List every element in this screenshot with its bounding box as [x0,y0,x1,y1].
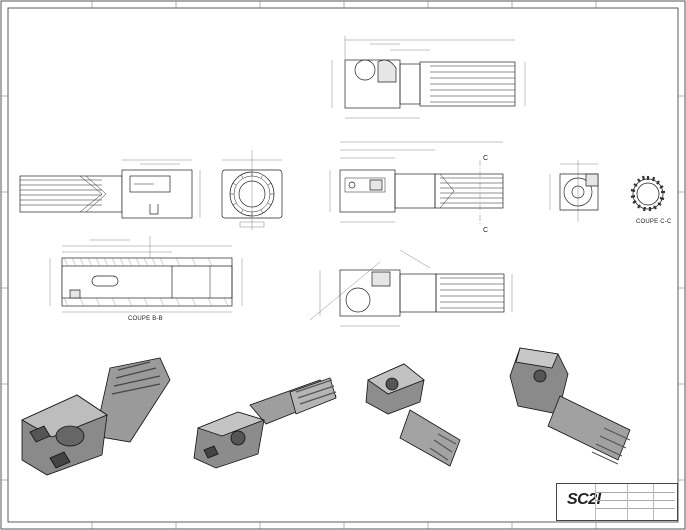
gear-section-cc [630,175,665,212]
iso-view-3 [365,363,461,467]
cut-letter-top: C [483,155,489,162]
section-bb [49,236,243,313]
section-label-c: COUPE C-C [636,219,672,225]
right-end-view [549,160,599,222]
left-side-view [19,159,201,219]
iso-view-4 [509,347,631,465]
iso-view-2 [193,377,337,469]
top-view [331,36,526,119]
title-block: SC2I [556,483,678,521]
cut-letter-bottom: C [483,227,489,234]
inner-border [7,7,679,523]
main-front-view [329,141,504,226]
iso-view-1 [21,357,171,476]
lower-center-view [309,249,513,327]
end-view-left [221,150,283,230]
section-label-b: COUPE B-B [128,316,163,322]
company-logo: SC2I [567,491,601,508]
